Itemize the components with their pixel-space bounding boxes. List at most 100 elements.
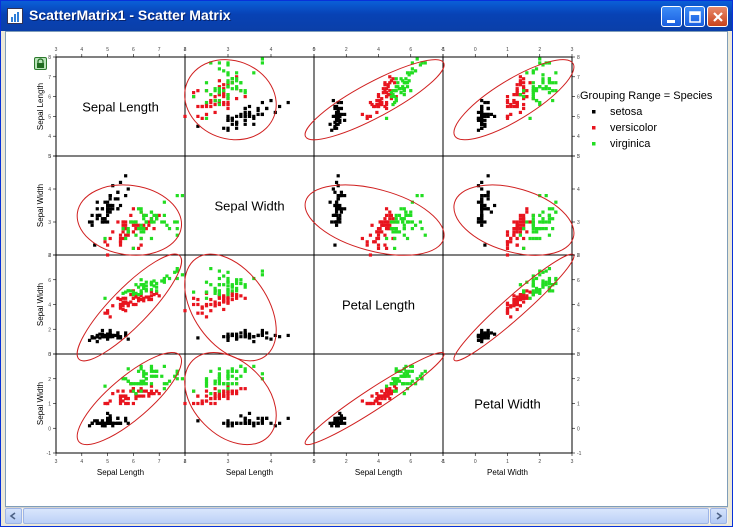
data-point bbox=[256, 421, 260, 425]
data-point bbox=[209, 104, 213, 109]
data-point bbox=[538, 291, 542, 295]
data-point bbox=[515, 236, 519, 241]
data-point bbox=[136, 293, 141, 297]
data-point bbox=[243, 367, 247, 371]
data-point bbox=[401, 217, 405, 221]
data-point bbox=[410, 220, 414, 224]
data-point bbox=[204, 102, 209, 107]
scroll-left-button[interactable] bbox=[5, 508, 22, 524]
data-point bbox=[480, 104, 484, 109]
y-axis-label: Sepal Width bbox=[36, 184, 45, 227]
data-point bbox=[334, 126, 339, 130]
data-point bbox=[381, 87, 385, 91]
data-point bbox=[162, 278, 166, 282]
confidence-ellipse bbox=[76, 184, 183, 256]
data-point bbox=[235, 85, 239, 89]
data-point bbox=[393, 100, 397, 105]
data-point bbox=[528, 296, 532, 300]
data-point bbox=[396, 81, 400, 85]
data-point bbox=[108, 332, 112, 336]
data-point bbox=[547, 61, 552, 65]
x-tick-label: 5 bbox=[313, 459, 316, 465]
data-point bbox=[531, 236, 535, 241]
data-point bbox=[239, 278, 243, 282]
data-point bbox=[384, 227, 389, 231]
graph-window-icon[interactable] bbox=[7, 8, 23, 24]
data-point bbox=[381, 91, 385, 95]
data-point bbox=[388, 81, 392, 85]
data-point bbox=[126, 233, 130, 237]
data-point bbox=[204, 302, 209, 307]
data-point bbox=[121, 389, 125, 393]
scrollbar-thumb[interactable] bbox=[23, 508, 709, 524]
data-point bbox=[124, 331, 128, 335]
x-tick-label-top: 5 bbox=[313, 47, 316, 53]
data-point bbox=[509, 236, 513, 241]
data-point bbox=[391, 217, 395, 221]
data-point bbox=[173, 374, 177, 378]
data-point bbox=[336, 217, 340, 221]
data-point bbox=[243, 112, 247, 117]
data-point bbox=[383, 220, 387, 224]
data-point bbox=[111, 333, 115, 338]
data-point bbox=[531, 227, 535, 231]
data-point bbox=[226, 396, 230, 401]
data-point bbox=[383, 217, 387, 221]
data-point bbox=[121, 399, 125, 403]
x-tick-label: 4 bbox=[270, 459, 273, 465]
data-point bbox=[386, 93, 390, 97]
data-point bbox=[480, 207, 484, 211]
data-point bbox=[226, 377, 230, 381]
data-point bbox=[534, 89, 539, 93]
data-point bbox=[551, 289, 555, 293]
data-point bbox=[118, 302, 123, 307]
maximize-button[interactable] bbox=[684, 6, 705, 27]
y-tick-label: 6 bbox=[48, 278, 51, 284]
data-point bbox=[93, 419, 97, 423]
minimize-button[interactable] bbox=[661, 6, 682, 27]
data-point bbox=[518, 227, 522, 231]
horizontal-scrollbar[interactable] bbox=[5, 507, 728, 524]
data-point bbox=[365, 116, 369, 120]
data-point bbox=[103, 421, 107, 425]
data-point bbox=[334, 220, 339, 224]
data-point bbox=[525, 294, 529, 298]
data-point bbox=[512, 302, 516, 307]
data-point bbox=[333, 124, 337, 128]
data-point bbox=[394, 382, 398, 386]
data-point bbox=[343, 112, 347, 117]
data-point bbox=[139, 210, 143, 214]
data-point bbox=[515, 87, 519, 91]
data-point bbox=[405, 372, 410, 376]
data-point bbox=[394, 367, 398, 371]
data-point bbox=[486, 333, 490, 338]
data-point bbox=[373, 104, 377, 109]
data-point bbox=[384, 116, 389, 120]
data-point bbox=[554, 89, 558, 93]
lock-icon[interactable] bbox=[34, 57, 47, 70]
data-point bbox=[381, 223, 385, 227]
data-point bbox=[489, 112, 493, 117]
x-tick-label: 3 bbox=[571, 459, 574, 465]
scroll-right-button[interactable] bbox=[710, 508, 727, 524]
data-point bbox=[339, 106, 344, 111]
data-point bbox=[486, 106, 490, 111]
data-point bbox=[144, 213, 148, 217]
data-point bbox=[100, 332, 105, 336]
data-point bbox=[480, 217, 484, 221]
data-point bbox=[333, 419, 337, 423]
data-point bbox=[226, 128, 230, 132]
data-point bbox=[213, 98, 217, 103]
close-button[interactable] bbox=[707, 6, 728, 27]
matrix-cell bbox=[442, 155, 573, 256]
data-point bbox=[391, 389, 395, 393]
title-bar[interactable]: ScatterMatrix1 - Scatter Matrix bbox=[1, 1, 732, 31]
data-point bbox=[338, 194, 342, 198]
data-point bbox=[256, 416, 260, 420]
y-tick-label-right: 7 bbox=[577, 75, 580, 81]
data-point bbox=[173, 270, 177, 274]
data-point bbox=[394, 95, 398, 99]
data-point bbox=[134, 227, 138, 231]
data-point bbox=[217, 296, 221, 300]
